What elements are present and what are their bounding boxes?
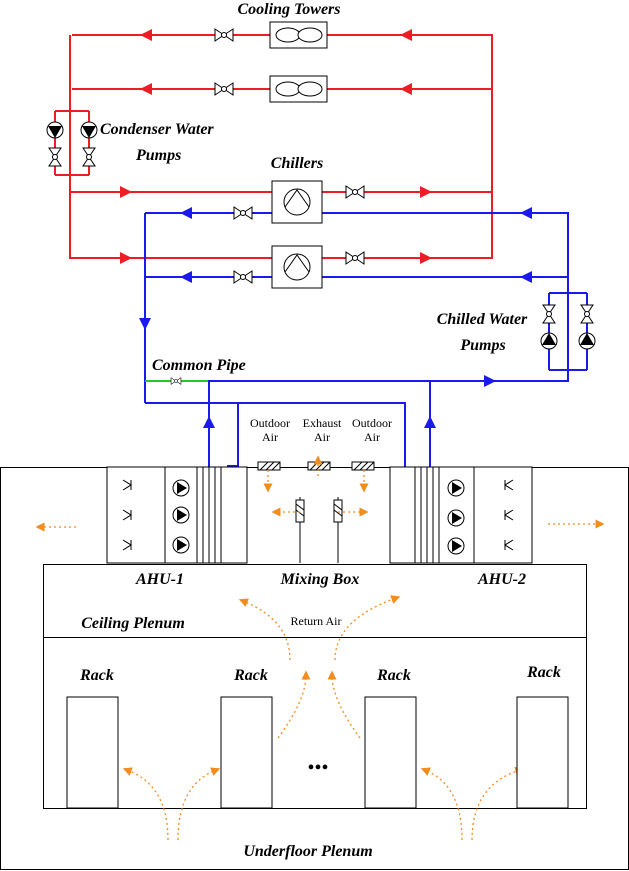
rack-3-label: Rack (376, 667, 411, 684)
cooling-tower-valve-2-icon (214, 82, 234, 96)
outdoor-air-right-label-2: Air (364, 430, 380, 444)
rack-1 (66, 696, 119, 809)
chiller-cw-valve-1-icon (345, 185, 365, 199)
chw-pump-right (578, 332, 596, 350)
condenser-pumps-label-2: Pumps (135, 147, 181, 164)
condenser-flow-arrows (120, 29, 432, 264)
condenser-pump-right (80, 121, 98, 139)
cooling-towers-label: Cooling Towers (238, 1, 341, 18)
ahu-2-label: AHU-2 (477, 571, 526, 588)
common-pipe-label: Common Pipe (152, 357, 246, 374)
ahu-2-fans (447, 479, 465, 555)
rack-1-label: Rack (79, 667, 114, 684)
condenser-water-loop (54, 34, 493, 259)
condenser-valve-right-icon (82, 147, 96, 167)
rack-2-label: Rack (233, 667, 268, 684)
cooling-tower-2 (269, 75, 328, 103)
ahu-1-filter-icon (122, 479, 132, 551)
rack-3 (364, 696, 417, 809)
common-pipe-valve-icon (170, 377, 182, 385)
rack-4-label: Rack (526, 664, 561, 681)
mixing-box-label: Mixing Box (280, 571, 360, 588)
ahu-1-label: AHU-1 (135, 571, 184, 588)
exhaust-air-label-2: Air (314, 430, 330, 444)
condenser-pumps-label-1: Condenser Water (100, 121, 214, 138)
cooling-tower-1 (269, 21, 328, 49)
outdoor-air-left-label-1: Outdoor (250, 416, 290, 430)
chw-valve-right-icon (580, 304, 594, 324)
chiller-chw-valve-2-icon (233, 270, 253, 284)
chiller-1 (271, 180, 323, 224)
underfloor-plenum-label: Underfloor Plenum (243, 843, 372, 860)
return-air-label: Return Air (291, 614, 342, 628)
damper-icon (257, 461, 375, 523)
chw-valve-left-icon (542, 304, 556, 324)
ceiling-plenum-label: Ceiling Plenum (81, 615, 185, 632)
cooling-tower-valve-1-icon (214, 28, 234, 42)
chilled-flow-arrows (139, 207, 532, 428)
chw-pump-left (540, 332, 558, 350)
chiller-cw-valve-2-icon (345, 251, 365, 265)
data-hall (43, 564, 587, 809)
ahu-2-filter-icon (504, 479, 514, 551)
rack-2 (220, 696, 273, 809)
rack-4 (516, 696, 569, 809)
exhaust-air-label-1: Exhaust (303, 416, 342, 430)
ellipsis-label: ••• (307, 757, 328, 779)
outdoor-air-left-label-2: Air (262, 430, 278, 444)
condenser-valve-left-icon (48, 147, 62, 167)
chilled-pumps-label-1: Chilled Water (437, 311, 528, 328)
chiller-2 (271, 245, 323, 289)
airflow-arrows (35, 455, 605, 841)
chilled-pumps-label-2: Pumps (459, 337, 505, 354)
chiller-chw-valve-1-icon (233, 206, 253, 220)
chillers-label: Chillers (271, 155, 323, 172)
condenser-pump-left (46, 121, 64, 139)
ahu-1-fans (172, 479, 190, 554)
outdoor-air-right-label-1: Outdoor (352, 416, 392, 430)
